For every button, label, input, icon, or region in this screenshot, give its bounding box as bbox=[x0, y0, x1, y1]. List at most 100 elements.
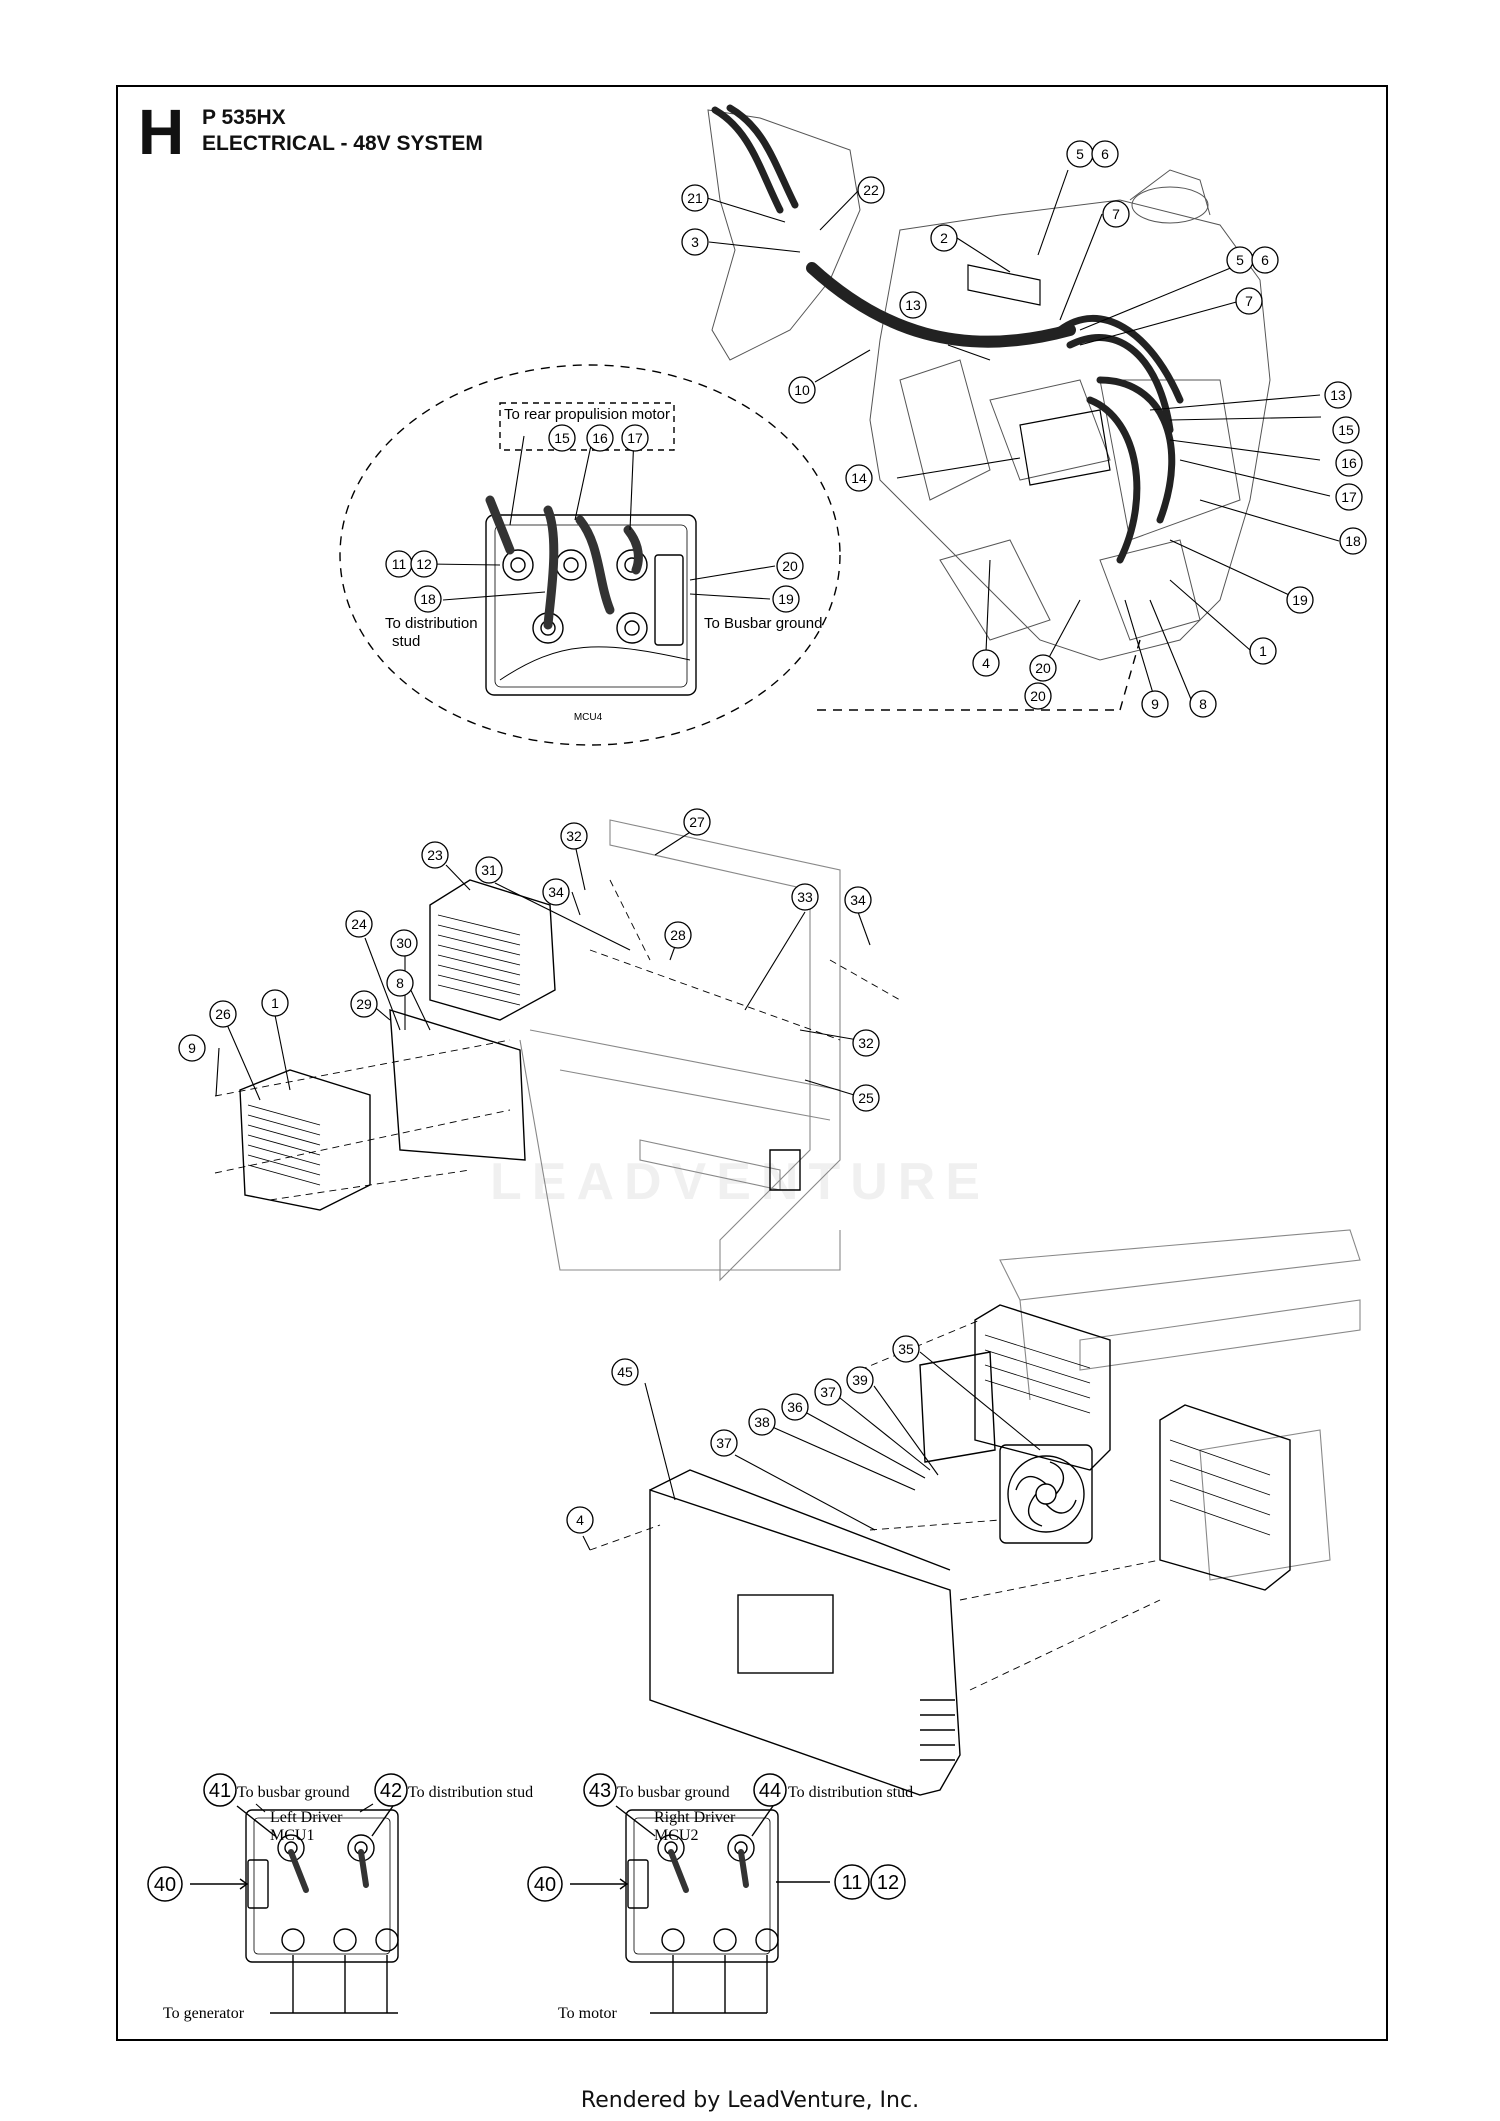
callout-11b: 11 bbox=[842, 1872, 863, 1894]
callout-4: 4 bbox=[576, 1512, 584, 1528]
leader-lines bbox=[215, 169, 1340, 1813]
label-left-driver: Left Driver bbox=[270, 1809, 343, 1826]
annotation-labels: To rear propulision motor To distributio… bbox=[163, 406, 913, 2022]
mcu1-view bbox=[245, 1809, 399, 1963]
callout-15b: 15 bbox=[1338, 422, 1354, 438]
callout-28: 28 bbox=[670, 927, 686, 943]
callout-18b: 18 bbox=[1345, 533, 1361, 549]
callout-41: 41 bbox=[209, 1780, 231, 1802]
callout-circles bbox=[178, 140, 1367, 1534]
callout-12: 12 bbox=[416, 556, 432, 572]
label-to-busbar-ground-left: To busbar ground bbox=[237, 1784, 350, 1801]
callout-35: 35 bbox=[898, 1341, 914, 1357]
callout-6: 6 bbox=[1101, 146, 1109, 162]
label-distribution-2: stud bbox=[392, 633, 420, 650]
exploded-lines-lower bbox=[589, 1319, 1161, 1691]
callout-32: 32 bbox=[566, 828, 582, 844]
callout-16b: 16 bbox=[1341, 455, 1357, 471]
callout-1b: 1 bbox=[1259, 643, 1267, 659]
label-to-distribution-left: To distribution stud bbox=[408, 1784, 533, 1801]
label-mcu2: MCU2 bbox=[654, 1827, 698, 1844]
label-right-driver: Right Driver bbox=[654, 1809, 736, 1826]
callout-10: 10 bbox=[794, 382, 810, 398]
frame-assembly-middle bbox=[519, 819, 841, 1282]
callout-5: 5 bbox=[1076, 146, 1084, 162]
callout-32b: 32 bbox=[858, 1035, 874, 1051]
section-title: ELECTRICAL - 48V SYSTEM bbox=[202, 132, 483, 155]
callout-40: 40 bbox=[154, 1874, 176, 1896]
callout-43: 43 bbox=[589, 1780, 611, 1802]
callout-9b: 9 bbox=[1151, 696, 1159, 712]
callout-20c: 20 bbox=[1035, 660, 1051, 676]
callout-30: 30 bbox=[396, 935, 412, 951]
callout-11: 11 bbox=[392, 556, 407, 572]
callout-37: 37 bbox=[716, 1435, 732, 1451]
callout-38: 38 bbox=[754, 1414, 770, 1430]
watermark: LEADVENTURE bbox=[490, 1153, 991, 1211]
exploded-lines-middle bbox=[214, 879, 901, 1201]
mcu-controllers-middle bbox=[239, 879, 801, 1211]
callout-2: 2 bbox=[940, 230, 948, 246]
callout-19: 19 bbox=[778, 591, 794, 607]
rear-frame-lower bbox=[999, 1229, 1361, 1581]
label-to-distribution-right: To distribution stud bbox=[788, 1784, 913, 1801]
brackets-top bbox=[967, 264, 1111, 486]
label-busbar-ground: To Busbar ground bbox=[704, 615, 822, 632]
callout-42: 42 bbox=[380, 1780, 402, 1802]
callout-29: 29 bbox=[356, 996, 372, 1012]
callout-27: 27 bbox=[689, 814, 705, 830]
mcu2-view bbox=[625, 1809, 779, 1963]
callout-18: 18 bbox=[420, 591, 436, 607]
callout-21: 21 bbox=[687, 190, 703, 206]
diagram-frame bbox=[116, 85, 1388, 2041]
callout-45: 45 bbox=[617, 1364, 633, 1380]
callout-22: 22 bbox=[863, 182, 879, 198]
fan-gasket bbox=[919, 1351, 996, 1463]
callout-14: 14 bbox=[851, 470, 867, 486]
callout-20: 20 bbox=[782, 558, 798, 574]
callout-8b: 8 bbox=[1199, 696, 1207, 712]
callout-6b: 6 bbox=[1261, 252, 1269, 268]
callout-13: 13 bbox=[905, 297, 921, 313]
callout-23: 23 bbox=[427, 847, 443, 863]
callout-36: 36 bbox=[787, 1399, 803, 1415]
callout-33: 33 bbox=[797, 889, 813, 905]
callout-numbers-large: 41 42 43 44 40 40 11 12 bbox=[154, 1780, 899, 1896]
label-mcu4: MCU4 bbox=[574, 712, 603, 723]
callout-7b: 7 bbox=[1245, 293, 1253, 309]
callout-7: 7 bbox=[1112, 206, 1120, 222]
callout-37b: 37 bbox=[820, 1384, 836, 1400]
callout-12b: 12 bbox=[877, 1872, 899, 1894]
section-letter: H bbox=[138, 96, 185, 168]
callout-20b: 20 bbox=[1030, 688, 1046, 704]
model-title: P 535HX bbox=[202, 106, 286, 129]
callout-numbers: 21 22 3 2 5 6 7 5 6 7 13 10 13 15 16 17 … bbox=[188, 146, 1361, 1528]
shroud-cover bbox=[649, 1469, 961, 1796]
footer-credit: Rendered by LeadVenture, Inc. bbox=[580, 2088, 920, 2113]
callout-25: 25 bbox=[858, 1090, 874, 1106]
callout-9: 9 bbox=[188, 1040, 196, 1056]
label-distribution-1: To distribution bbox=[385, 615, 478, 632]
label-rear-motor: To rear propulision motor bbox=[504, 406, 670, 423]
callout-8: 8 bbox=[396, 975, 404, 991]
callout-15: 15 bbox=[554, 430, 570, 446]
bottom-arrows bbox=[190, 1805, 830, 2014]
callout-circles-large bbox=[147, 1773, 906, 1902]
callout-31: 31 bbox=[481, 862, 497, 878]
callout-17: 17 bbox=[627, 430, 643, 446]
callout-39: 39 bbox=[852, 1372, 868, 1388]
label-to-generator: To generator bbox=[163, 2005, 245, 2022]
label-to-busbar-ground-right: To busbar ground bbox=[617, 1784, 730, 1801]
callout-24: 24 bbox=[351, 916, 367, 932]
mcu-controllers-lower bbox=[974, 1304, 1291, 1591]
callout-19b: 19 bbox=[1292, 592, 1308, 608]
callout-13b: 13 bbox=[1330, 387, 1346, 403]
callout-40b: 40 bbox=[534, 1874, 556, 1896]
callout-34: 34 bbox=[548, 884, 564, 900]
cables-top bbox=[711, 104, 1184, 564]
callout-26: 26 bbox=[215, 1006, 231, 1022]
label-mcu1: MCU1 bbox=[270, 1827, 314, 1844]
callout-4b: 4 bbox=[982, 655, 990, 671]
callout-16: 16 bbox=[592, 430, 608, 446]
mcu4-detail-bubble bbox=[339, 364, 1141, 746]
